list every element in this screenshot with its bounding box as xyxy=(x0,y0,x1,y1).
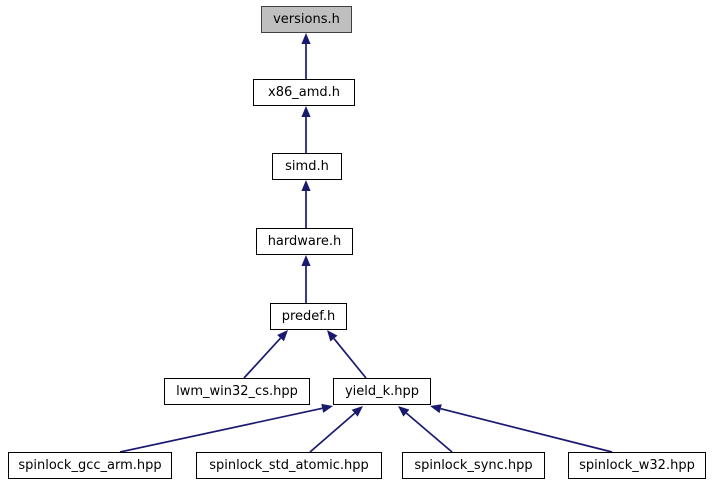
edge-arrowhead xyxy=(430,404,442,414)
graph-node-simd-h[interactable]: simd.h xyxy=(272,153,342,180)
edge-arrowhead xyxy=(398,406,410,417)
edge-arrowhead xyxy=(321,403,333,413)
graph-node-label: x86_amd.h xyxy=(268,85,340,100)
edge-arrowhead xyxy=(301,255,311,266)
graph-node-label: hardware.h xyxy=(267,234,342,249)
dependency-edge xyxy=(430,404,613,453)
graph-node-label: spinlock_std_atomic.hpp xyxy=(209,458,369,473)
edge-arrowhead xyxy=(351,406,363,417)
graph-node-hardware-h[interactable]: hardware.h xyxy=(256,228,353,255)
dependency-edge xyxy=(309,406,363,453)
graph-node-label: spinlock_gcc_arm.hpp xyxy=(18,458,162,473)
graph-node-label: versions.h xyxy=(273,12,340,27)
graph-node-predef-h[interactable]: predef.h xyxy=(270,303,347,330)
edge-arrowhead xyxy=(301,106,311,117)
graph-node-label: lwm_win32_cs.hpp xyxy=(176,384,298,399)
dependency-edge xyxy=(119,403,333,453)
graph-node-spinlock-gcc-arm-hpp[interactable]: spinlock_gcc_arm.hpp xyxy=(8,452,172,479)
graph-node-spinlock-w32-hpp[interactable]: spinlock_w32.hpp xyxy=(568,452,706,479)
graph-node-label: spinlock_sync.hpp xyxy=(414,458,533,473)
dependency-edge xyxy=(301,255,311,303)
graph-node-label: simd.h xyxy=(285,159,329,174)
edge-arrowhead xyxy=(301,180,311,191)
dependency-edge xyxy=(301,33,311,79)
graph-node-x86-amd-h[interactable]: x86_amd.h xyxy=(253,79,355,106)
dependency-edge xyxy=(243,330,288,379)
graph-node-label: yield_k.hpp xyxy=(344,384,420,399)
graph-node-label: predef.h xyxy=(281,309,336,324)
edge-arrowhead xyxy=(301,33,311,44)
graph-node-versions-h[interactable]: versions.h xyxy=(261,6,352,33)
graph-node-lwm-win32-cs-hpp[interactable]: lwm_win32_cs.hpp xyxy=(164,378,310,405)
graph-node-yield-k-hpp[interactable]: yield_k.hpp xyxy=(333,378,431,405)
edge-arrowhead xyxy=(277,330,288,342)
dependency-edge xyxy=(301,106,311,153)
edge-arrowhead xyxy=(327,330,338,342)
graph-node-label: spinlock_w32.hpp xyxy=(579,458,695,473)
dependency-edge xyxy=(301,180,311,228)
dependency-edge xyxy=(327,330,367,379)
dependency-edge xyxy=(398,406,453,453)
graph-node-spinlock-std-atomic-hpp[interactable]: spinlock_std_atomic.hpp xyxy=(196,452,382,479)
graph-node-spinlock-sync-hpp[interactable]: spinlock_sync.hpp xyxy=(402,452,545,479)
